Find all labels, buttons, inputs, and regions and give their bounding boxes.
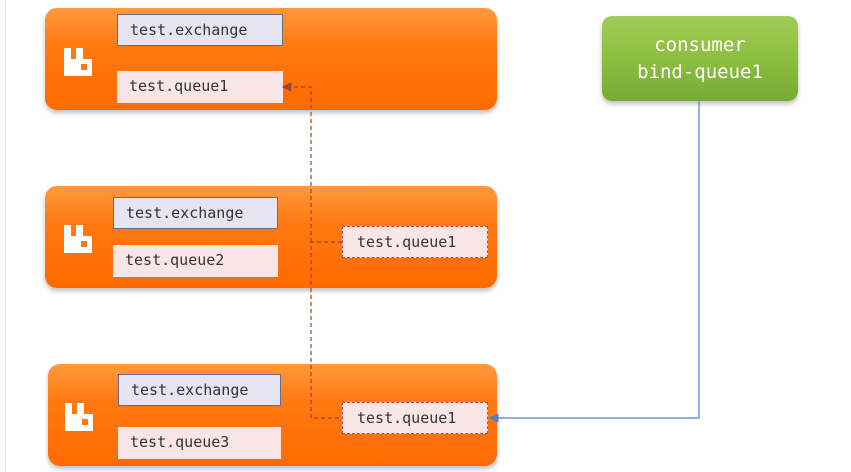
- node-1-queue-label: test.queue1: [117, 71, 283, 103]
- consumer-title: consumer: [654, 33, 746, 56]
- rabbitmq-icon: [64, 48, 92, 76]
- consumer-binding-link: [488, 101, 700, 423]
- node-1-exchange-label: test.exchange: [117, 14, 283, 46]
- consumer-box: consumer bind-queue1: [602, 16, 798, 101]
- node-3-exchange-label: test.exchange: [118, 374, 281, 406]
- rabbitmq-icon: [64, 225, 92, 253]
- rabbitmq-node-1: test.exchange test.queue1: [45, 8, 497, 110]
- node-3-mirror-queue-label: test.queue1: [342, 402, 488, 434]
- rabbitmq-node-3: test.exchange test.queue3 test.queue1: [48, 364, 497, 466]
- node-3-queue-label: test.queue3: [118, 427, 281, 459]
- node-2-exchange-label: test.exchange: [113, 197, 278, 229]
- page-left-rule: [5, 0, 6, 472]
- node-2-queue-label: test.queue2: [113, 245, 278, 277]
- rabbitmq-node-2: test.exchange test.queue2 test.queue1: [45, 186, 497, 288]
- mirror-sync-link: [283, 87, 342, 419]
- node-2-mirror-queue-label: test.queue1: [342, 226, 488, 258]
- consumer-binding: bind-queue1: [637, 60, 763, 83]
- rabbitmq-icon: [65, 403, 93, 431]
